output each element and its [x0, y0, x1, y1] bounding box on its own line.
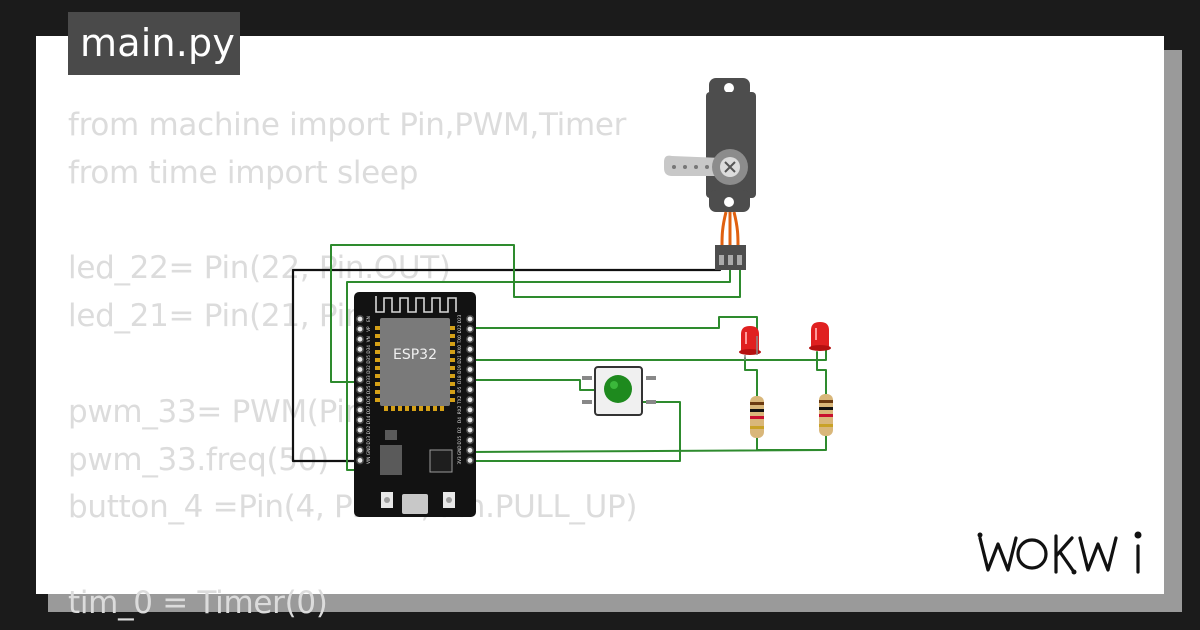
esp32-board[interactable]: ESP32 ENVPVND34D35D32D33D25D26D27D14D12D…: [354, 292, 476, 517]
pin-hole[interactable]: [465, 436, 474, 445]
wire-servo-vcc[interactable]: [346, 269, 731, 471]
pin-label: D12: [366, 425, 371, 434]
pin-label: D25: [366, 385, 371, 394]
pin-label: VN: [366, 336, 371, 342]
wire-button-gnd[interactable]: [469, 401, 681, 462]
pin-hole[interactable]: [465, 456, 474, 465]
pin-hole[interactable]: [465, 335, 474, 344]
servo[interactable]: [664, 78, 756, 270]
pin-label: D21: [457, 355, 462, 364]
pin-label: D18: [457, 375, 462, 384]
wire-led2-cathode[interactable]: [816, 351, 827, 399]
wokwi-logo: [977, 531, 1142, 575]
pin-hole[interactable]: [355, 446, 364, 455]
pin-hole[interactable]: [465, 385, 474, 394]
pin-label: VP: [366, 326, 371, 332]
resistor-2[interactable]: [819, 394, 833, 436]
pin-label: D13: [366, 436, 371, 445]
usb-port: [402, 494, 428, 514]
wire-resistor-gnd[interactable]: [469, 433, 827, 453]
pin-label: 3V3: [457, 456, 462, 465]
pin-hole[interactable]: [355, 314, 364, 323]
right-pin-header: D23D22TX0RX0D21D19D18D5TX2RX2D4D2D15GND3…: [457, 314, 474, 465]
pin-hole[interactable]: [355, 365, 364, 374]
pin-label: D23: [457, 314, 462, 323]
pin-label: D4: [457, 417, 462, 423]
pin-hole[interactable]: [465, 395, 474, 404]
pin-hole[interactable]: [355, 456, 364, 465]
pin-label: D22: [457, 324, 462, 333]
pin-hole[interactable]: [465, 345, 474, 354]
wire-led2[interactable]: [469, 339, 827, 361]
pin-label: D34: [366, 345, 371, 354]
wire-led1[interactable]: [469, 316, 758, 337]
led-1[interactable]: [739, 326, 761, 360]
pin-label: RX2: [457, 405, 462, 414]
pin-hole[interactable]: [355, 415, 364, 424]
pin-hole[interactable]: [465, 446, 474, 455]
pin-label: GND: [366, 445, 371, 455]
pin-hole[interactable]: [465, 365, 474, 374]
pin-label: EN: [366, 316, 371, 322]
pin-hole[interactable]: [355, 375, 364, 384]
pin-label: D15: [457, 436, 462, 445]
pin-label: D2: [457, 427, 462, 433]
code-line: led_22= Pin(22, Pin.OUT): [68, 250, 451, 287]
led-2[interactable]: [809, 322, 831, 351]
wire-button-signal[interactable]: [469, 379, 596, 391]
pin-hole[interactable]: [355, 426, 364, 435]
code-line: pwm_33.freq(50): [68, 441, 329, 478]
chip-label: ESP32: [393, 347, 437, 363]
pin-hole[interactable]: [465, 405, 474, 414]
pin-hole[interactable]: [465, 375, 474, 384]
pin-label: D33: [366, 375, 371, 384]
pin-hole[interactable]: [355, 385, 364, 394]
code-line: from time import sleep: [68, 154, 419, 191]
pin-hole[interactable]: [355, 395, 364, 404]
pin-label: TX2: [457, 395, 462, 404]
pin-hole[interactable]: [465, 325, 474, 334]
code-line: tim_0 = Timer(0): [68, 584, 328, 621]
wire-servo-pwm[interactable]: [330, 244, 741, 383]
pin-hole[interactable]: [355, 345, 364, 354]
pin-hole[interactable]: [465, 355, 474, 364]
pin-label: D32: [366, 365, 371, 374]
pin-hole[interactable]: [355, 335, 364, 344]
pin-label: D14: [366, 415, 371, 424]
pin-hole[interactable]: [465, 415, 474, 424]
pin-label: GND: [457, 445, 462, 455]
pin-hole[interactable]: [465, 314, 474, 323]
pin-label: D26: [366, 395, 371, 404]
push-button[interactable]: [582, 366, 656, 416]
pin-label: VIN: [366, 457, 371, 464]
wire-led1-cathode[interactable]: [744, 357, 758, 401]
pin-hole[interactable]: [355, 325, 364, 334]
simulation-canvas[interactable]: from machine import Pin,PWM,Timer from t…: [36, 36, 1164, 621]
pin-label: TX0: [457, 335, 462, 344]
pin-label: D19: [457, 365, 462, 374]
file-tab[interactable]: main.py: [68, 12, 240, 75]
code-line: from machine import Pin,PWM,Timer: [68, 107, 627, 143]
pin-label: D35: [366, 355, 371, 364]
pin-hole[interactable]: [355, 436, 364, 445]
pin-label: RX0: [457, 345, 462, 354]
resistor-1[interactable]: [750, 396, 764, 438]
wire-servo-gnd[interactable]: [291, 268, 722, 463]
pin-hole[interactable]: [355, 405, 364, 414]
pin-hole[interactable]: [355, 355, 364, 364]
pin-label: D27: [366, 405, 371, 414]
pin-label: D5: [457, 386, 462, 392]
pin-hole[interactable]: [465, 426, 474, 435]
